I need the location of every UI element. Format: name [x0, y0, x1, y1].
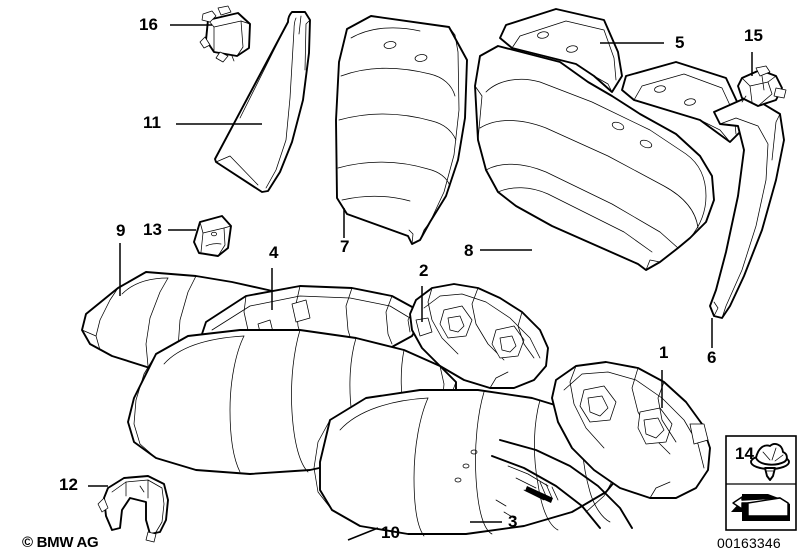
part-15-mounting-clip-right [737, 65, 787, 107]
copyright-notice: © BMW AG [22, 534, 99, 551]
callout-2: 2 [419, 261, 429, 280]
part-2-seat-frame-center-latch [409, 283, 549, 389]
callout-5: 5 [675, 33, 685, 52]
callout-13: 13 [143, 220, 162, 239]
diagram-id-label: 00163346 [717, 535, 781, 551]
part-1-seat-frame-right [551, 361, 711, 499]
part-13-cover-cap [193, 215, 232, 257]
callout-16: 16 [139, 15, 158, 34]
leader-10 [347, 527, 379, 541]
frame-rail-assembly [454, 439, 633, 529]
part-8-backrest-cushion-right [474, 45, 715, 271]
part-6-backrest-side-trim-right [709, 95, 785, 319]
leader-lines [88, 24, 753, 541]
callout-7: 7 [340, 237, 350, 256]
legend-box [725, 435, 797, 531]
legend-direction-arrow-icon [731, 494, 790, 521]
callout-8: 8 [464, 241, 474, 260]
callout-10: 10 [381, 523, 400, 542]
callout-1: 1 [659, 343, 669, 362]
callout-9: 9 [116, 221, 126, 240]
part-5-backrest-cover-upper-right [499, 8, 623, 93]
legend-callout-14: 14 [735, 444, 754, 463]
part-16-latch-cover-bracket [199, 5, 251, 63]
callout-6: 6 [707, 348, 717, 367]
part-7-backrest-cushion-left [335, 15, 468, 245]
part-12-armrest-cover [97, 475, 169, 543]
callout-4: 4 [269, 243, 279, 262]
legend-part-14-expanding-rivet-clip [750, 443, 790, 481]
callout-3: 3 [508, 512, 518, 531]
part-5-shoulder-panel-right [621, 61, 743, 143]
callout-11: 11 [143, 113, 161, 132]
callout-15: 15 [744, 26, 763, 45]
part-11-backrest-side-panel-left [214, 11, 311, 193]
callout-12: 12 [59, 475, 78, 494]
